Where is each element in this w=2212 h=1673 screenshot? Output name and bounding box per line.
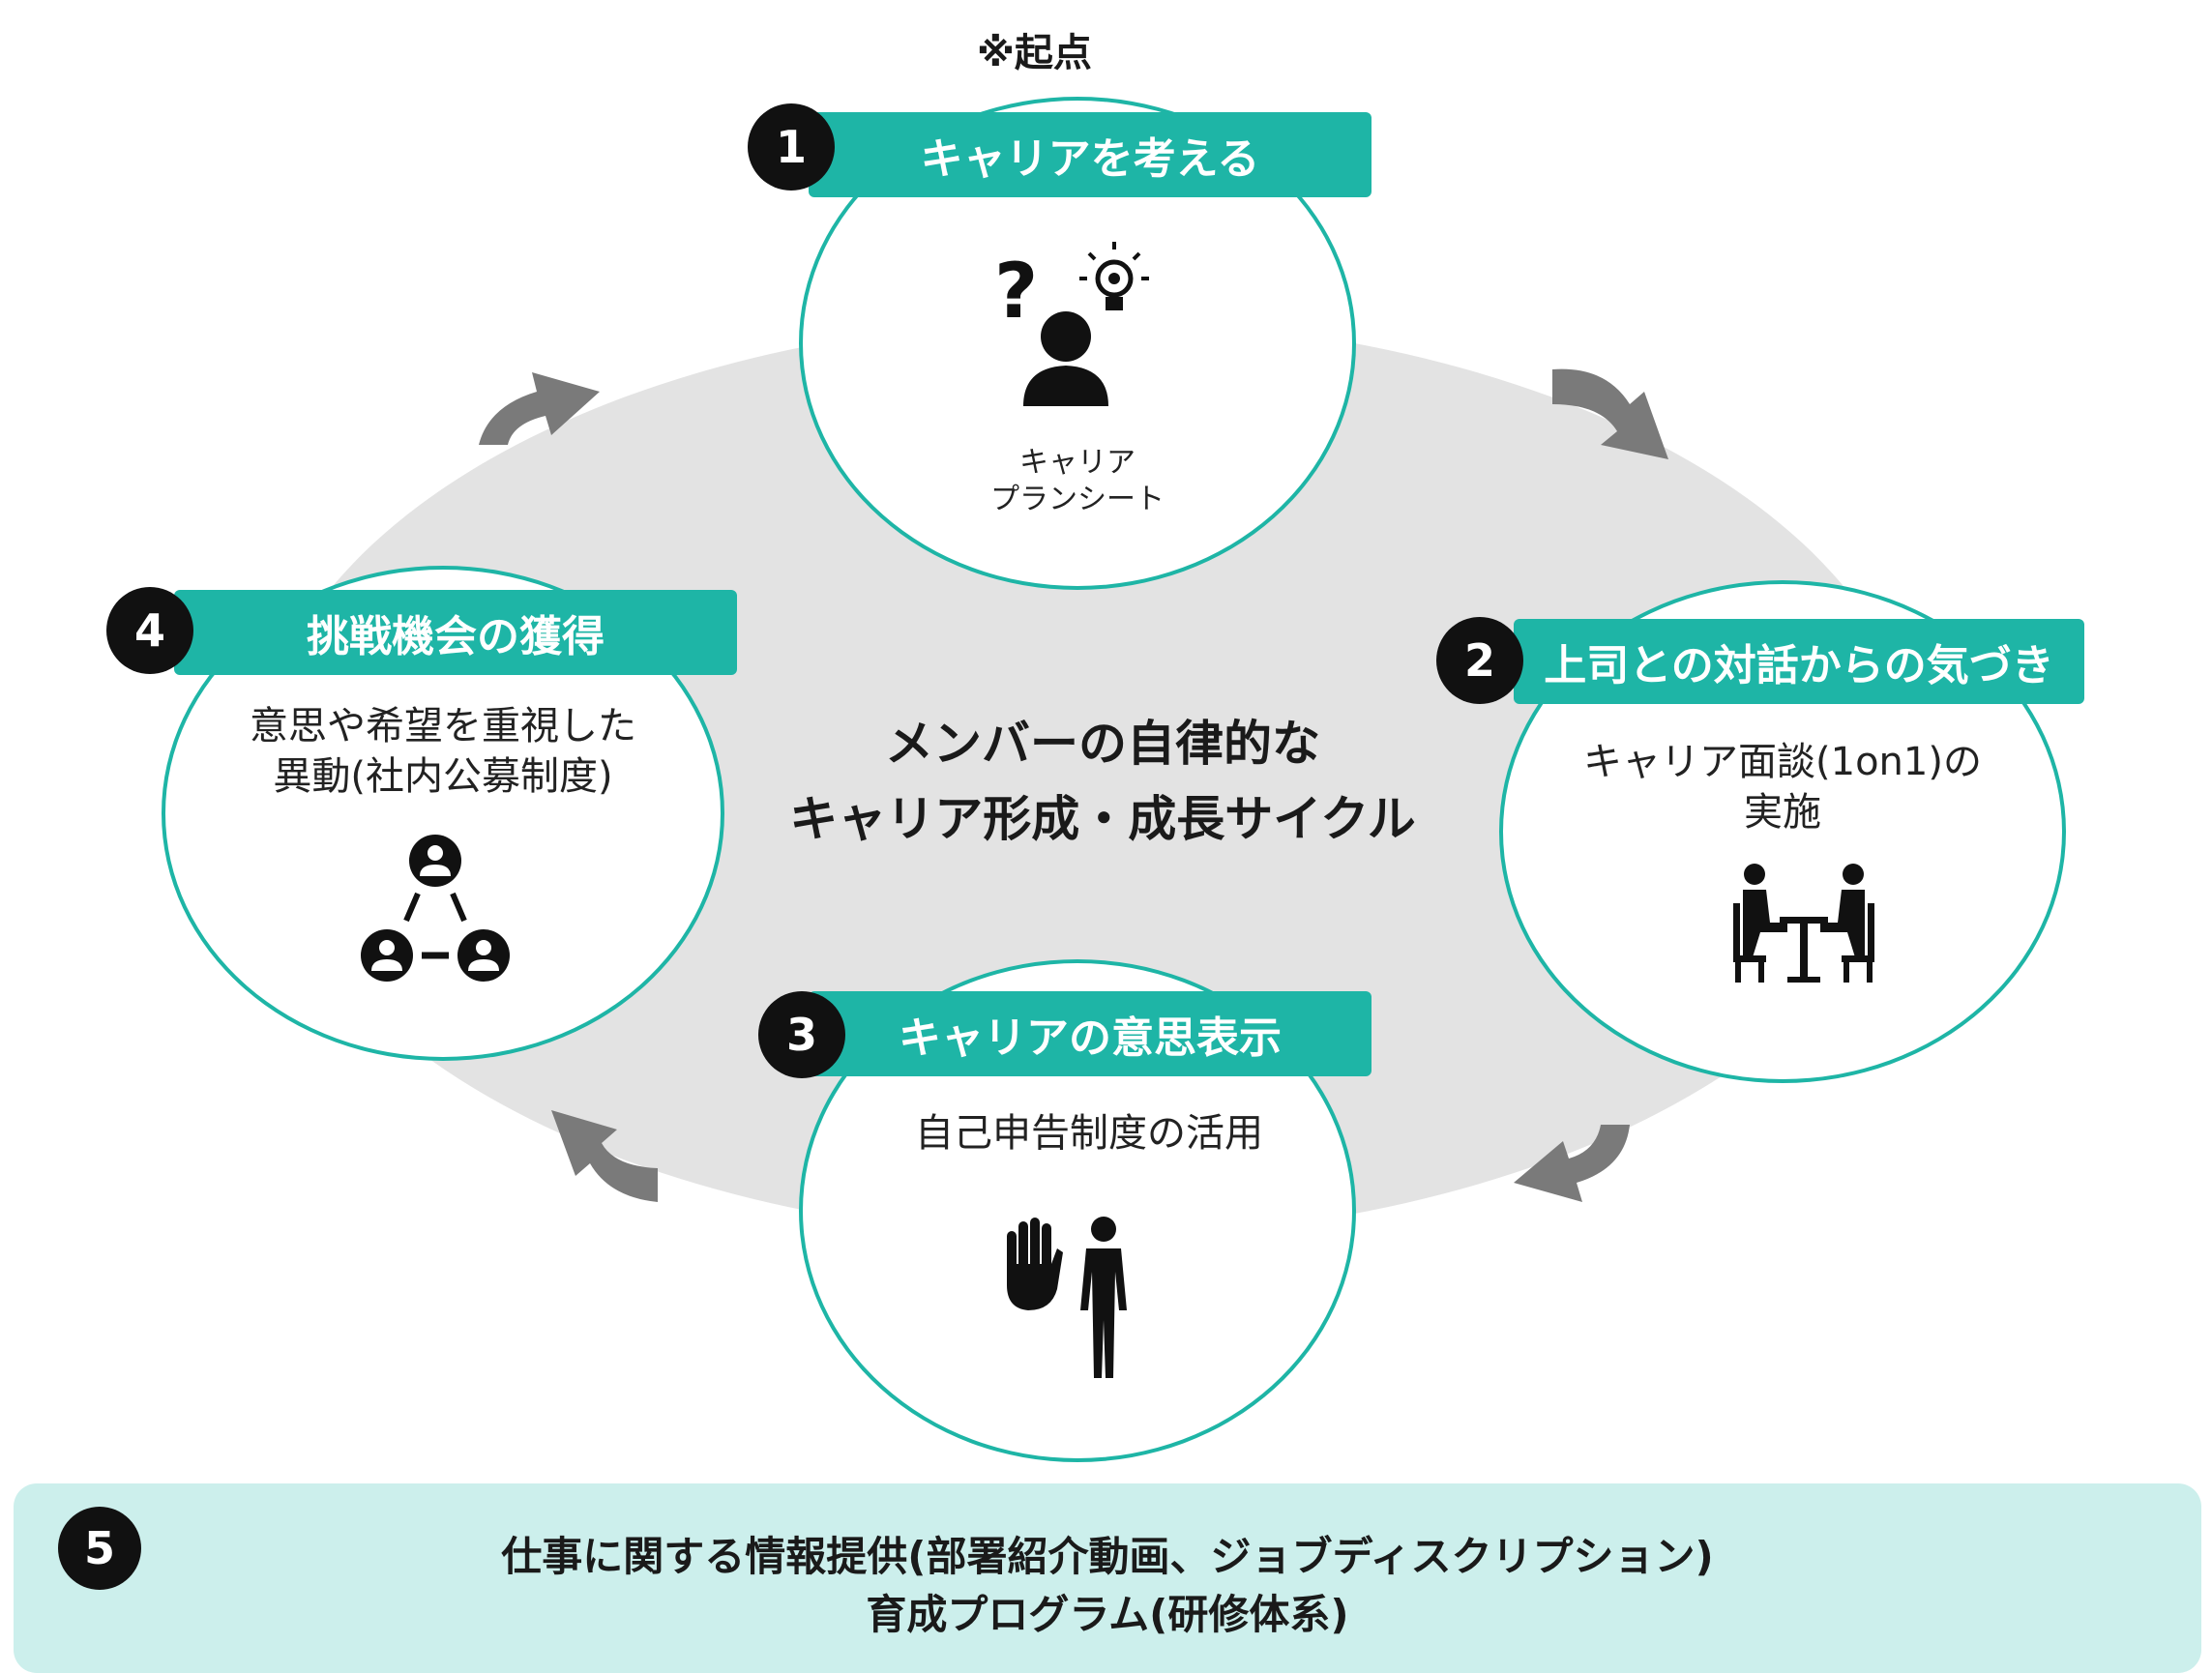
cycle-title-line-2: キャリア形成・成長サイクル [789, 791, 1416, 847]
step-3-description-line-1: 自己申告制度の活用 [915, 1111, 1263, 1156]
step-1-description-line-1: キャリア [1019, 446, 1135, 480]
step-2-description-line-1: キャリア面談(1on1)の [1583, 740, 1982, 784]
step-5-number: 5 [58, 1507, 141, 1590]
arrow-4-to-1 [479, 372, 600, 445]
step-4-description-line-1: 意思や希望を重視した [250, 704, 636, 748]
step-2-description-line-2: 実施 [1744, 790, 1821, 835]
arrow-1-to-2 [1552, 368, 1668, 459]
step-1-title: キャリアを考える [809, 112, 1371, 197]
step-2-title: 上司との対話からの気づき [1514, 619, 2084, 704]
raised-hand-person-icon [1007, 1217, 1127, 1378]
footer-line-1: 仕事に関する情報提供(部署紹介動画、ジョブディスクリプション) [501, 1533, 1714, 1580]
step-4-title: 挑戦機会の獲得 [174, 590, 737, 675]
cycle-title: メンバーの自律的な キャリア形成・成長サイクル [696, 706, 1509, 857]
step-3-number: 3 [758, 991, 845, 1078]
person-question-idea-icon: ? [994, 242, 1149, 406]
footer-line-2: 育成プログラム(研修体系) [866, 1591, 1349, 1638]
step-2-number: 2 [1436, 617, 1523, 704]
step-1-description-line-2: プランシート [990, 483, 1165, 516]
arrow-3-to-4 [551, 1110, 658, 1202]
two-people-meeting-table-icon [1733, 864, 1874, 983]
svg-text:?: ? [994, 249, 1038, 336]
cycle-title-line-1: メンバーの自律的な [885, 716, 1320, 772]
people-network-icon [361, 835, 510, 982]
step-3-title: キャリアの意思表示 [809, 991, 1371, 1076]
step-1-number: 1 [748, 103, 835, 191]
arrow-2-to-3 [1514, 1125, 1630, 1202]
step-4-description-line-2: 異動(社内公募制度) [273, 754, 613, 799]
origin-label: ※起点 [977, 31, 1092, 75]
step-4-number: 4 [106, 587, 193, 674]
footer-band [14, 1483, 2201, 1673]
